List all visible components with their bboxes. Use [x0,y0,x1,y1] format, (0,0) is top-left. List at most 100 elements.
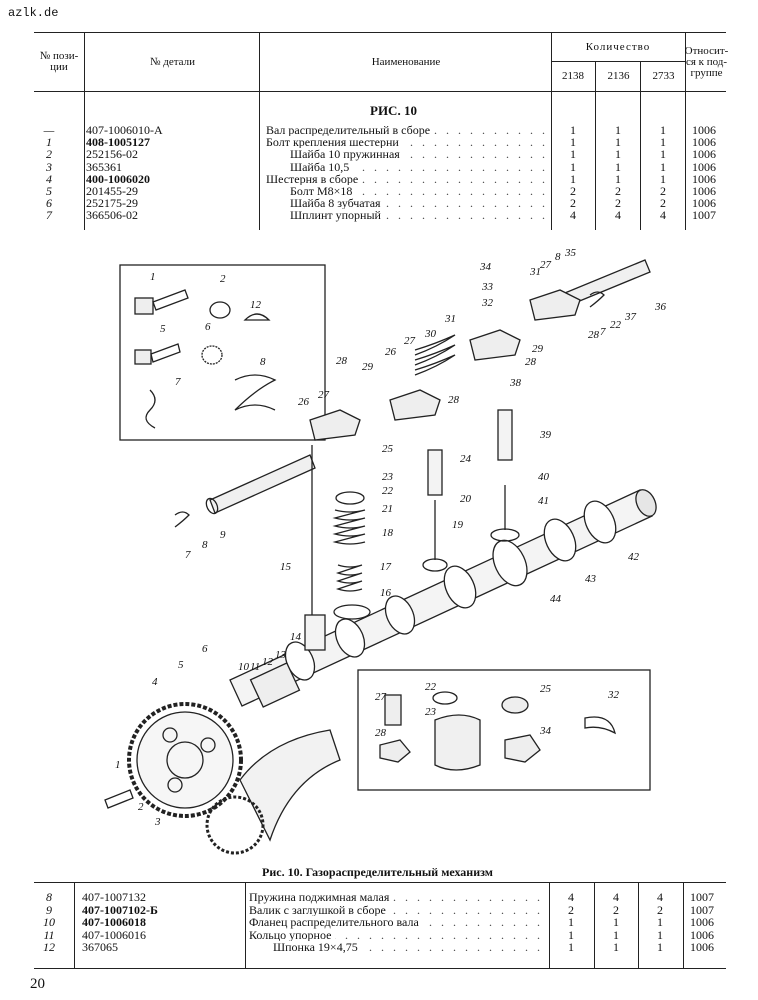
end-spring-2 [589,291,605,308]
timing-gear [127,702,243,818]
position-cell: 7 [46,208,52,223]
qty-2136-cell: 4 [615,208,621,223]
callout: 27 [318,389,330,401]
callout: 1 [115,759,121,771]
callout: 14 [290,631,302,643]
qty-2733-cell: 1 [660,159,666,174]
callout: 3 [154,816,161,828]
callout: 44 [550,593,562,605]
part-number-cell: 407-1007102-Б [82,902,158,917]
qty-2138-cell: 1 [568,927,574,942]
camshaft [229,489,657,707]
leader-dots: . . . . . . . . . . . . . . . . . . . . … [290,160,546,173]
position-cell: 10 [43,915,55,929]
name-cell: Вал распределительный в сборе [266,124,435,136]
name-cell: Шайба 8 зубчатая [290,197,385,210]
qty-2136-cell: 1 [613,940,619,954]
callout: 6 [205,321,211,333]
header-quantity-group [551,33,686,91]
bolt-5 [134,343,181,365]
group-cell: 1007 [692,208,716,223]
callout: 22 [425,681,437,693]
name-cell: Болт М8×18 [290,185,357,197]
callout: 6 [202,643,208,655]
callout: 37 [624,311,637,323]
part-number-cell: 400-1006020 [86,171,150,186]
qty-2138-cell: 2 [570,196,576,211]
table-row: —407-1006010-А . . . . . . . . . . . . .… [0,124,758,136]
name-cell: Фланец распределительного вала [249,916,423,928]
callout: 13 [275,649,287,661]
callout: 28 [448,394,460,406]
rule [84,90,85,230]
callout: 9 [220,529,226,541]
name-cell: Шестерня в сборе [266,172,363,185]
callout: 40 [538,471,550,483]
rule [683,882,684,968]
page-number: 20 [30,976,45,992]
qty-2138-cell: 2 [568,902,574,917]
rule [595,90,596,230]
group-cell: 1006 [690,927,714,942]
header-position: № пози-ции [34,33,84,91]
callout: 26 [298,396,310,408]
name-cell: Болт крепления шестерни [266,136,403,149]
qty-2136-cell: 1 [613,915,619,929]
valves [422,409,520,572]
part-34 [504,734,541,763]
name-cell: Шпонка 19×4,75 [273,941,362,953]
part-number-cell: 407-1006010-А [86,123,163,137]
position-cell: 12 [43,940,55,954]
rule [549,882,550,968]
callout: 7 [600,326,606,338]
callout: 32 [481,297,494,309]
callout: 11 [250,661,260,673]
end-spring [174,511,190,528]
position-cell: 2 [46,147,52,162]
washer-6 [201,345,223,365]
inset-box-valve-parts [357,669,651,791]
position-cell: 1 [46,135,52,150]
callout: 21 [382,503,393,515]
valve-springs [332,491,371,620]
group-cell: 1006 [692,135,716,150]
part-number-cell: 407-1006016 [82,927,146,942]
callout: 32 [607,689,620,701]
callout: 23 [382,471,394,483]
group-cell: 1006 [690,915,714,929]
group-cell: 1006 [692,196,716,211]
cotter-7 [145,389,156,429]
qty-2733-cell: 1 [660,171,666,186]
part-28 [379,739,411,763]
rule [594,882,595,968]
position-cell: 11 [43,927,55,942]
callout: 28 [525,356,537,368]
qty-2138-cell: 4 [568,890,574,904]
callout: 42 [628,551,640,563]
header-group-label: Относит-ся к под-группе [684,44,729,79]
callout: 33 [481,281,494,293]
rule [245,882,246,968]
callout: 25 [540,683,552,695]
group-cell: 1006 [692,123,716,137]
qty-2136-cell: 1 [615,135,621,150]
rule [74,882,75,968]
figure-caption: Рис. 10. Газораспределительный механизм [262,865,493,879]
crankshaft [205,729,341,855]
rule [259,90,260,230]
part-32 [584,716,616,735]
site-label: azlk.de [8,6,59,20]
part-number-cell: 407-1007132 [82,890,146,904]
name-cell: Валик с заглушкой в сборе [249,903,390,916]
rule [34,968,726,969]
callout: 8 [202,539,208,551]
qty-2136-cell: 1 [615,123,621,137]
qty-2733-cell: 2 [660,184,666,198]
header-group: Относит-ся к под-группе [684,33,729,91]
header-q1: 2138 [562,70,584,82]
